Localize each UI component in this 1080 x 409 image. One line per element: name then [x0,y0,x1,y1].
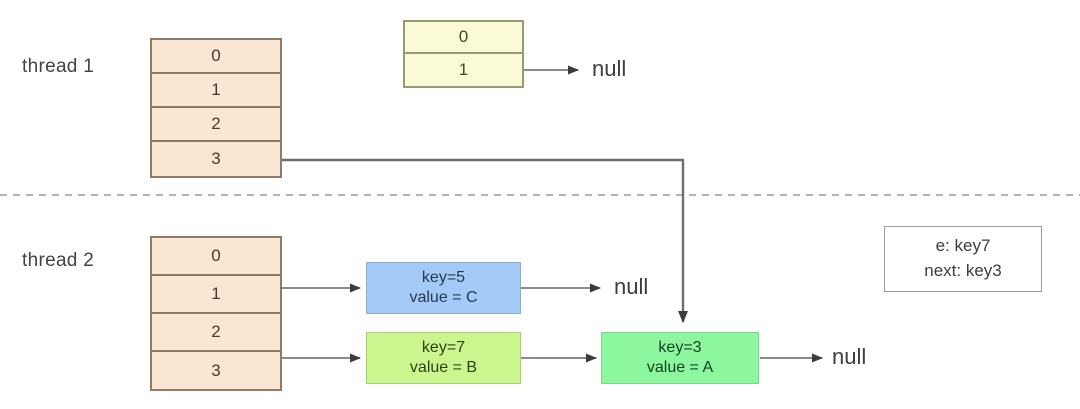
thread-1-partial-table-node: 0 1 [403,20,524,88]
bucket-row-0[interactable]: 0 [152,40,280,74]
null-label-thread1: null [592,56,627,81]
bucket-row-1[interactable]: 1 [152,74,280,108]
entry-key-text: key=5 [421,268,466,286]
entry-key-text: key=3 [658,338,702,356]
thread-1-label: thread 1 [22,56,95,77]
null-label-chain2: null [832,344,867,369]
thread-2-label: thread 2 [22,250,95,271]
partial-node-row-0[interactable]: 0 [405,22,522,54]
entry-value-text: value = A [646,359,714,376]
thread-2-bucket-array: 0 1 2 3 [150,236,282,391]
bucket-row-1[interactable]: 1 [152,276,280,314]
bucket-row-3[interactable]: 3 [152,142,280,176]
arrow-t1-bucket3-to-key3 [282,158,688,323]
bucket-row-2[interactable]: 2 [152,108,280,142]
state-legend: e: key7 next: key3 [884,226,1042,292]
legend-line-next: next: key3 [924,261,1002,280]
entry-node-key7[interactable]: key=7 value = B [366,332,521,384]
null-label-chain1: null [614,274,649,299]
bucket-row-0[interactable]: 0 [152,238,280,276]
bucket-row-2[interactable]: 2 [152,314,280,352]
legend-line-e: e: key7 [935,236,991,256]
partial-node-row-1[interactable]: 1 [458,60,469,79]
thread-1-bucket-array: 0 1 2 3 [150,38,282,178]
entry-node-key5[interactable]: key=5 value = C [366,262,521,314]
entry-key-text: key=7 [421,338,466,356]
entry-node-key3[interactable]: key=3 value = A [601,332,759,384]
bucket-row-3[interactable]: 3 [152,352,280,389]
entry-value-text: value = C [409,289,478,306]
entry-value-text: value = B [409,359,478,376]
